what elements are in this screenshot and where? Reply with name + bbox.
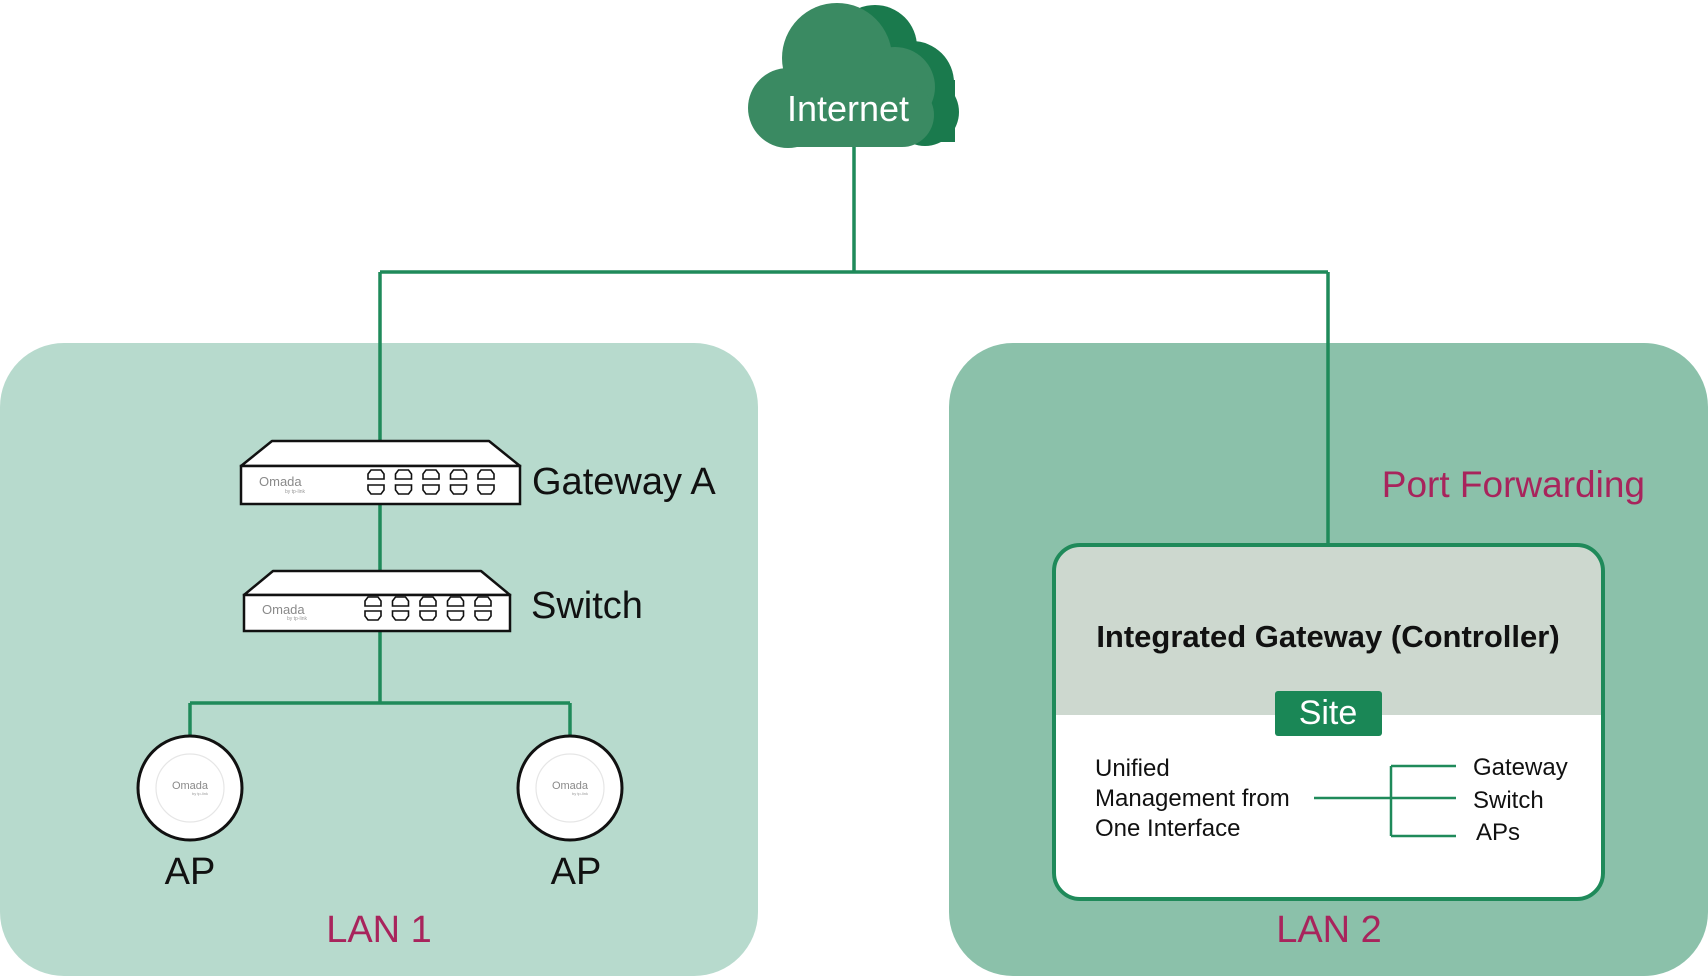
ethernet-port-icon: [367, 484, 385, 495]
ethernet-port-icon: [474, 610, 492, 621]
ethernet-port-icon: [394, 469, 413, 480]
controller-header: [1054, 545, 1603, 715]
gateway-ports: [367, 469, 495, 495]
managed-item-gateway: Gateway: [1473, 754, 1568, 781]
cloud-icon: Internet: [748, 3, 959, 148]
ethernet-port-icon: [446, 596, 465, 607]
ethernet-port-icon: [419, 596, 437, 607]
ap-left-label: AP: [165, 851, 216, 893]
access-point-icon: Omada by tp-link: [516, 734, 624, 842]
managed-item-aps: APs: [1476, 819, 1520, 846]
ethernet-port-icon: [422, 484, 440, 495]
gateway-brand-sub: by tp-link: [285, 489, 306, 495]
ethernet-port-icon: [364, 596, 382, 607]
ethernet-port-icon: [449, 469, 468, 480]
ap-right-brand: Omada: [552, 780, 589, 792]
lan1-label: LAN 1: [326, 909, 432, 951]
ethernet-port-icon: [419, 610, 437, 621]
management-line-3: One Interface: [1095, 815, 1240, 842]
switch-brand: Omada: [262, 602, 305, 617]
ap-left-brand: Omada: [172, 780, 209, 792]
gateway-brand: Omada: [259, 474, 302, 489]
ethernet-port-icon: [394, 484, 413, 495]
ethernet-port-icon: [391, 596, 410, 607]
ethernet-port-icon: [477, 484, 495, 495]
port-forwarding-label: Port Forwarding: [1382, 464, 1645, 505]
ap-right-label: AP: [551, 851, 602, 893]
ethernet-port-icon: [422, 469, 440, 480]
ethernet-port-icon: [364, 610, 382, 621]
ethernet-port-icon: [446, 610, 465, 621]
ap-left-brand-sub: by tp-link: [192, 791, 208, 796]
management-tree-lines: [1314, 764, 1456, 838]
switch-label: Switch: [531, 585, 643, 627]
switch-icon: Omada by tp-link: [242, 569, 512, 633]
gateway-a-label: Gateway A: [532, 461, 716, 503]
management-line-1: Unified: [1095, 755, 1170, 782]
site-label: Site: [1299, 694, 1358, 732]
ethernet-port-icon: [474, 596, 492, 607]
site-badge: [1275, 691, 1382, 736]
access-point-icon: Omada by tp-link: [136, 734, 244, 842]
switch-brand-sub: by tp-link: [287, 616, 308, 622]
controller-box: Integrated Gateway (Controller) Site Uni…: [1052, 543, 1605, 901]
ethernet-port-icon: [477, 469, 495, 480]
ethernet-port-icon: [367, 469, 385, 480]
switch-ports: [364, 596, 492, 621]
management-line-2: Management from: [1095, 785, 1290, 812]
internet-label: Internet: [787, 88, 909, 129]
ap-right-brand-sub: by tp-link: [572, 791, 588, 796]
connection-lines: [188, 140, 1330, 740]
ethernet-port-icon: [449, 484, 468, 495]
gateway-icon: Omada by tp-link: [239, 439, 522, 506]
lan2-label: LAN 2: [1276, 909, 1382, 951]
controller-title: Integrated Gateway (Controller): [1096, 619, 1559, 654]
ethernet-port-icon: [391, 610, 410, 621]
managed-item-switch: Switch: [1473, 787, 1544, 814]
